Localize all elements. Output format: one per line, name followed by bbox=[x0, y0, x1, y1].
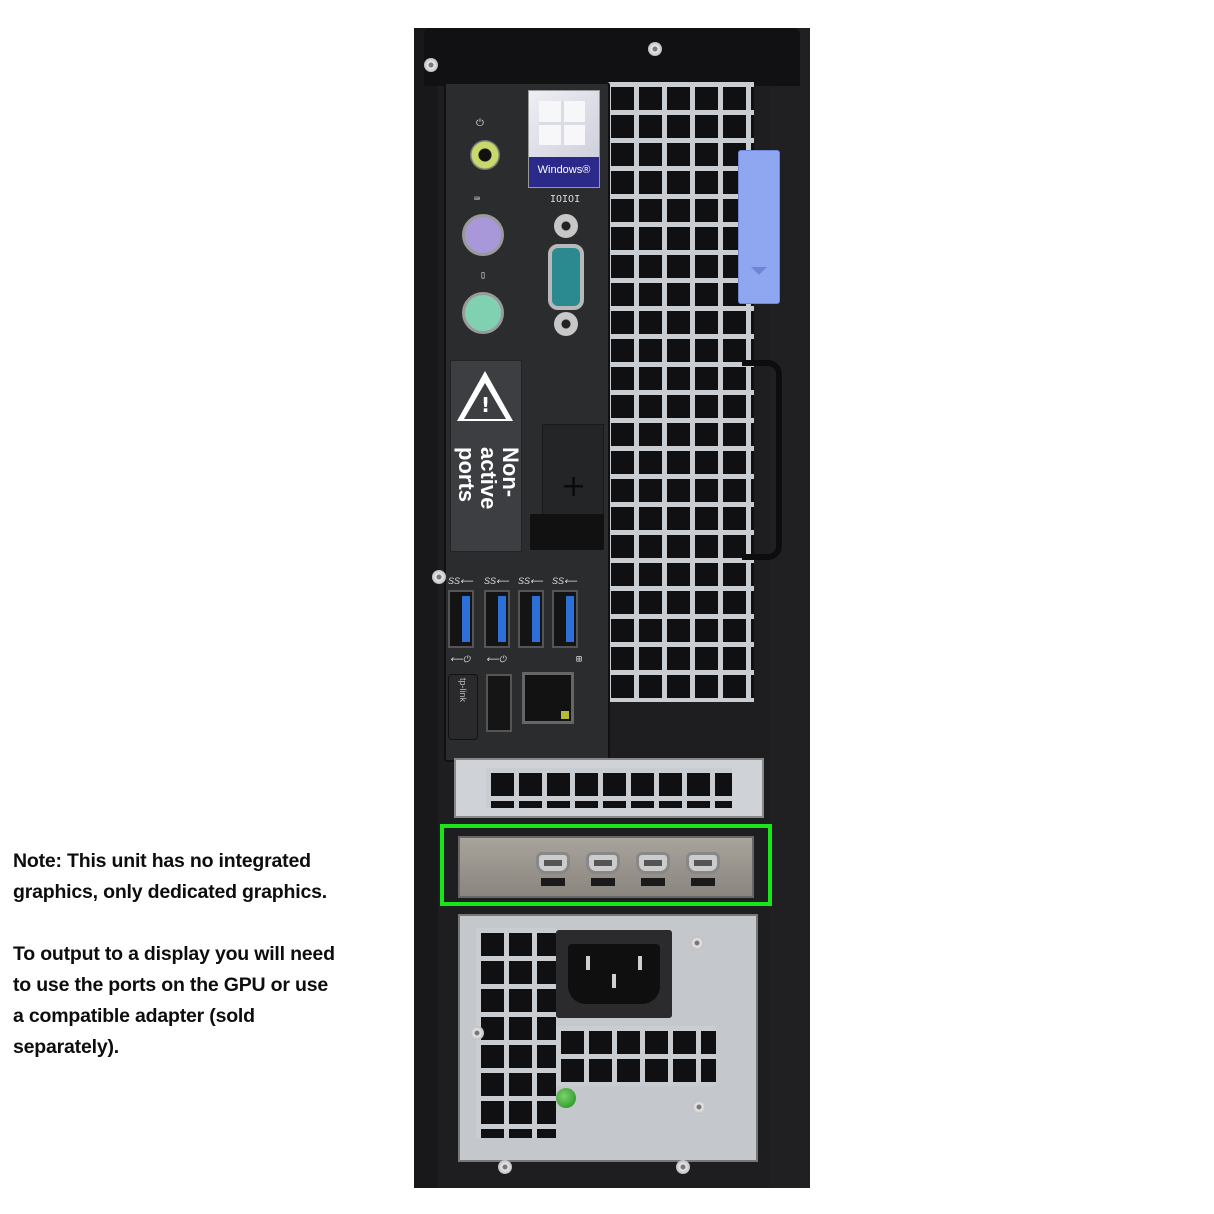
gpu-bracket bbox=[458, 836, 754, 898]
ps2-mouse-port bbox=[462, 292, 504, 334]
screw-icon bbox=[470, 1026, 484, 1040]
vent-mesh-upper bbox=[606, 82, 754, 702]
usb3-label: SS⟵ bbox=[484, 576, 509, 586]
non-active-ports-sticker: ! Non-active ports bbox=[450, 360, 523, 552]
blank-cover bbox=[530, 514, 604, 550]
psu-status-led bbox=[556, 1088, 576, 1108]
screw-icon bbox=[424, 58, 438, 72]
expansion-slot-cover bbox=[454, 758, 764, 818]
ps2-keyboard-port bbox=[462, 214, 504, 256]
mouse-icon: ▯ bbox=[480, 270, 487, 281]
usb2-label: ⟵⏻ bbox=[450, 654, 471, 664]
power-supply bbox=[458, 914, 758, 1162]
usb-wifi-dongle: tp-link bbox=[448, 674, 478, 740]
usb2-port bbox=[486, 674, 512, 732]
screw-icon bbox=[692, 1100, 706, 1114]
serial-port bbox=[544, 208, 588, 348]
usb3-port bbox=[552, 590, 578, 648]
audio-out-port bbox=[470, 140, 500, 170]
keyboard-icon: ⌨ bbox=[474, 194, 481, 205]
serial-label: IOIOI bbox=[550, 194, 581, 205]
usb3-port bbox=[518, 590, 544, 648]
screw-icon bbox=[498, 1160, 512, 1174]
warning-label: Non-active ports bbox=[454, 447, 523, 510]
mini-displayport-1 bbox=[536, 852, 570, 874]
chassis-top-bar bbox=[424, 28, 800, 86]
usb3-label: SS⟵ bbox=[518, 576, 543, 586]
ethernet-port bbox=[522, 672, 574, 724]
note-paragraph-2: To output to a display you will need to … bbox=[13, 943, 335, 1058]
usb3-port bbox=[484, 590, 510, 648]
screw-icon bbox=[648, 42, 662, 56]
case-handle bbox=[742, 360, 782, 560]
screw-icon bbox=[432, 570, 446, 584]
screw-icon bbox=[676, 1160, 690, 1174]
power-inlet bbox=[556, 930, 672, 1018]
mini-displayport-3 bbox=[636, 852, 670, 874]
chassis-left-rail bbox=[414, 28, 438, 1188]
windows-sticker: Windows® bbox=[528, 90, 600, 188]
graphics-note: Note: This unit has no integrated graphi… bbox=[13, 846, 343, 1063]
screw-icon bbox=[690, 936, 704, 950]
usb3-port bbox=[448, 590, 474, 648]
mini-displayport-2 bbox=[586, 852, 620, 874]
gpu-ports-highlight-box bbox=[440, 824, 772, 906]
mini-displayport-4 bbox=[686, 852, 720, 874]
windows-sticker-label: Windows® bbox=[529, 157, 599, 187]
network-icon: ⊞ bbox=[576, 654, 583, 665]
case-release-latch bbox=[738, 150, 780, 304]
usb3-label: SS⟵ bbox=[448, 576, 473, 586]
headphone-icon: ⏻ bbox=[476, 118, 484, 129]
usb3-label: SS⟵ bbox=[552, 576, 577, 586]
note-paragraph-1: Note: This unit has no integrated graphi… bbox=[13, 850, 327, 903]
usb2-label: ⟵⏻ bbox=[486, 654, 507, 664]
windows-logo-icon bbox=[539, 101, 585, 145]
